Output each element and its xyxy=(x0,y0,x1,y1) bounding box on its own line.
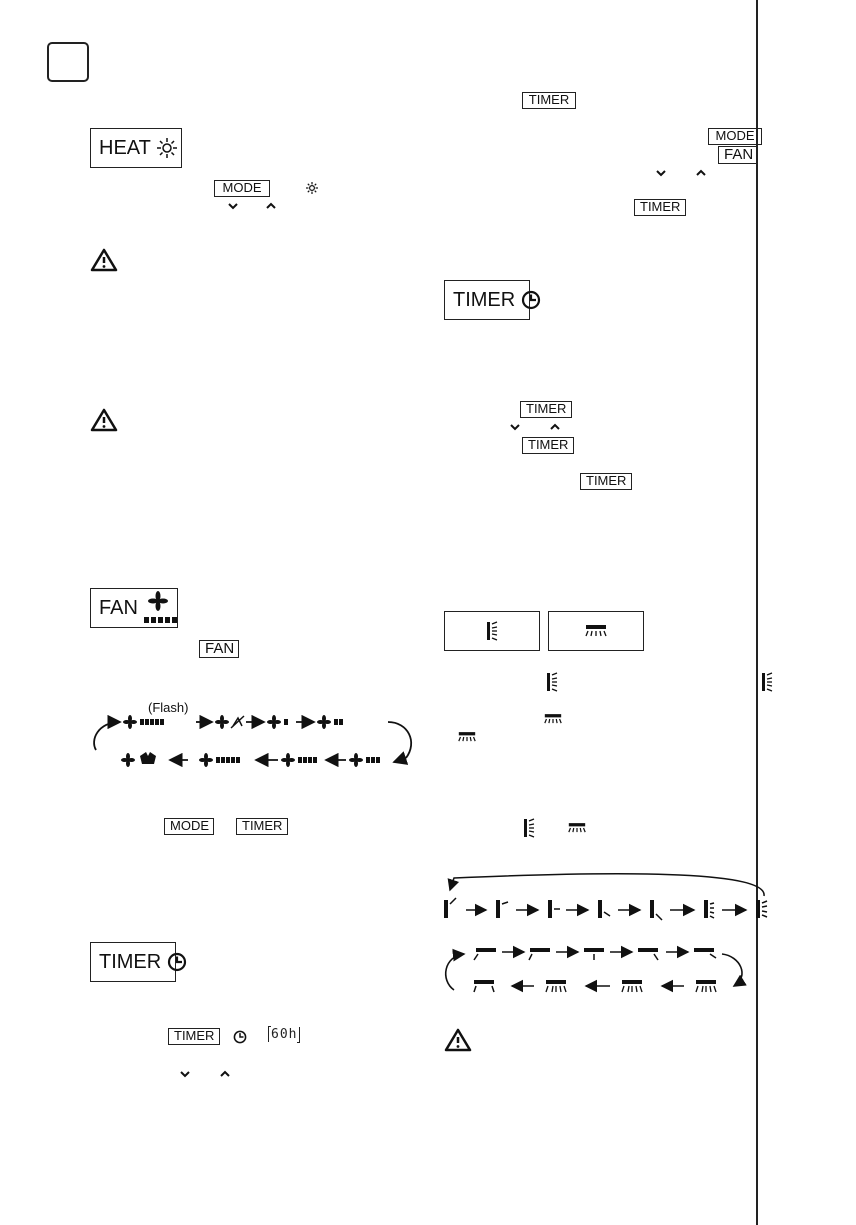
timer-button: TIMER xyxy=(168,1028,220,1045)
vertical-louver-icon xyxy=(524,818,535,838)
horizontal-louver-sequence-diagram xyxy=(444,945,747,993)
timer-button: TIMER xyxy=(520,401,572,418)
timer-button: TIMER xyxy=(522,437,574,454)
timer-button: TIMER xyxy=(634,199,686,216)
fan-button: FAN xyxy=(199,640,239,658)
sun-icon xyxy=(156,138,177,158)
vertical-swing-box xyxy=(444,611,540,651)
vertical-louver-icon xyxy=(547,672,558,692)
fan-mode-label: FAN xyxy=(90,588,178,628)
timer-mode-label: TIMER xyxy=(444,280,541,320)
timer-display-value: 60h xyxy=(271,1027,298,1042)
page-number-box xyxy=(47,42,89,82)
sun-icon xyxy=(306,182,318,194)
chevron-down-icon xyxy=(180,1071,190,1078)
page-edge-rule xyxy=(756,0,758,1225)
warning-icon xyxy=(90,248,118,272)
horizontal-louver-icon xyxy=(458,732,476,742)
horizontal-swing-box xyxy=(548,611,644,651)
chevron-up-icon xyxy=(550,423,560,430)
clock-icon xyxy=(233,1030,247,1044)
horizontal-louver-icon xyxy=(568,823,586,833)
clock-icon xyxy=(168,952,187,972)
chevron-up-icon xyxy=(220,1070,230,1077)
fan-speed-icon xyxy=(143,591,177,623)
fan-label-text: FAN xyxy=(99,596,138,619)
vertical-louver-sequence-diagram xyxy=(444,873,768,921)
vertical-louver-icon xyxy=(762,672,773,692)
timer-label-text: TIMER xyxy=(99,950,162,973)
vertical-louver-icon xyxy=(487,621,498,641)
flash-note: (Flash) xyxy=(148,700,189,715)
horizontal-louver-icon xyxy=(544,714,562,724)
fan-button: FAN xyxy=(718,146,758,164)
horizontal-louver-icon xyxy=(585,625,607,637)
warning-icon xyxy=(90,408,118,432)
warning-icon xyxy=(444,1028,472,1052)
clock-icon xyxy=(522,290,541,310)
chevron-up-icon xyxy=(266,202,276,209)
chevron-down-icon xyxy=(656,170,666,177)
mode-button: MODE xyxy=(708,128,762,145)
timer-mode-label: TIMER xyxy=(90,942,187,982)
heat-label-text: HEAT xyxy=(99,136,151,159)
timer-button: TIMER xyxy=(522,92,576,109)
mode-button: MODE xyxy=(214,180,270,197)
mode-button: MODE xyxy=(164,818,214,835)
fan-speed-cycle-diagram xyxy=(93,714,412,768)
chevron-down-icon xyxy=(510,424,520,431)
timer-label-text: TIMER xyxy=(453,288,516,311)
chevron-up-icon xyxy=(696,169,706,176)
turbo-icon xyxy=(140,752,156,764)
timer-button: TIMER xyxy=(236,818,288,835)
heat-mode-label: HEAT xyxy=(90,128,182,168)
chevron-down-icon xyxy=(228,203,238,210)
timer-button: TIMER xyxy=(580,473,632,490)
timer-display-readout: 60h xyxy=(268,1026,301,1043)
